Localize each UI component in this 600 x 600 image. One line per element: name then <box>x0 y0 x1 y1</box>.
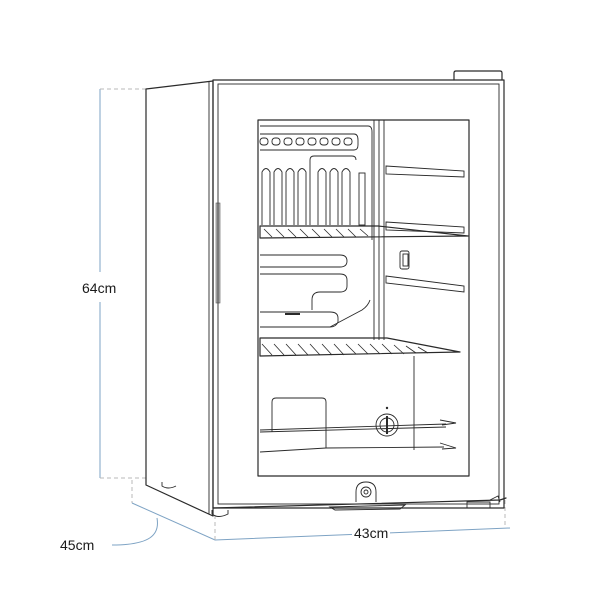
interior-divider <box>373 120 385 340</box>
light-switch <box>399 250 410 270</box>
lower-wire-shelf <box>259 337 461 450</box>
glass-door <box>212 79 505 509</box>
evaporator-coil <box>259 125 373 328</box>
top-control-box <box>453 70 503 81</box>
height-dimension <box>99 88 146 479</box>
height-label: 64cm <box>80 280 119 296</box>
width-label: 43cm <box>352 525 391 541</box>
upper-wire-shelf <box>259 225 469 239</box>
depth-label: 45cm <box>58 537 97 553</box>
fridge-base <box>161 482 507 517</box>
width-dimension <box>214 500 506 540</box>
thermostat-dial <box>375 406 399 437</box>
depth-dimension <box>111 480 511 546</box>
door-racks <box>385 165 465 293</box>
bottom-wire-basket <box>259 397 457 453</box>
fridge-side-panel <box>145 80 214 517</box>
door-lock <box>355 481 377 502</box>
